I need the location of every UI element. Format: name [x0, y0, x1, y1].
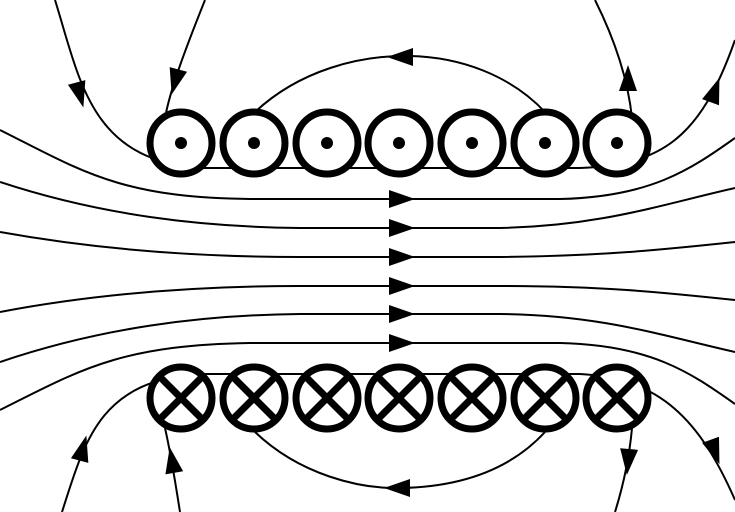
field-line [594, 0, 633, 119]
field-line [0, 181, 735, 229]
coil-turn-current-out [582, 108, 652, 178]
arrowhead-icon [387, 48, 413, 66]
arrowhead-icon [389, 305, 415, 323]
coil-turn-current-out [146, 108, 216, 178]
field-line [0, 285, 735, 313]
coil-turn-current-out [292, 108, 362, 178]
coil-turn-current-out [510, 108, 580, 178]
cross-icon [594, 375, 640, 421]
arrowhead-icon [702, 77, 720, 106]
coil-turn-current-in [364, 363, 434, 433]
field-line [254, 431, 546, 490]
field-arrows [67, 48, 720, 497]
dot-icon [466, 137, 478, 149]
solenoid-coils [146, 108, 652, 433]
arrowhead-icon [619, 65, 637, 91]
cross-icon [304, 375, 350, 421]
coil-turn-current-in [219, 363, 289, 433]
arrowhead-icon [70, 435, 89, 463]
field-line [254, 54, 546, 113]
field-line [0, 231, 735, 258]
dot-icon [539, 137, 551, 149]
arrowhead-icon [702, 436, 720, 465]
arrowhead-icon [620, 448, 639, 475]
field-line [0, 342, 735, 411]
field-line [0, 313, 735, 363]
cross-icon [522, 375, 568, 421]
arrowhead-icon [67, 80, 86, 108]
arrowhead-icon [389, 334, 415, 352]
field-line [164, 0, 206, 119]
dot-icon [321, 137, 333, 149]
arrowhead-icon [389, 248, 415, 266]
cross-icon [449, 375, 495, 421]
arrowhead-icon [389, 277, 415, 295]
arrowhead-icon [169, 67, 188, 95]
coil-turn-current-out [437, 108, 507, 178]
arrowhead-icon [384, 479, 410, 497]
coil-turn-current-out [219, 108, 289, 178]
arrowhead-icon [165, 447, 184, 475]
coil-turn-current-in [292, 363, 362, 433]
coil-turn-current-in [437, 363, 507, 433]
coil-turn-current-in [582, 363, 652, 433]
dot-icon [248, 137, 260, 149]
cross-icon [376, 375, 422, 421]
coil-turn-current-in [510, 363, 580, 433]
coil-turn-current-in [146, 363, 216, 433]
coil-turn-current-out [364, 108, 434, 178]
cross-icon [158, 375, 204, 421]
arrowhead-icon [389, 219, 415, 237]
dot-icon [393, 137, 405, 149]
dot-icon [611, 137, 623, 149]
arrowhead-icon [389, 190, 415, 208]
dot-icon [175, 137, 187, 149]
cross-icon [231, 375, 277, 421]
field-line [0, 129, 735, 200]
field-line [614, 427, 633, 512]
